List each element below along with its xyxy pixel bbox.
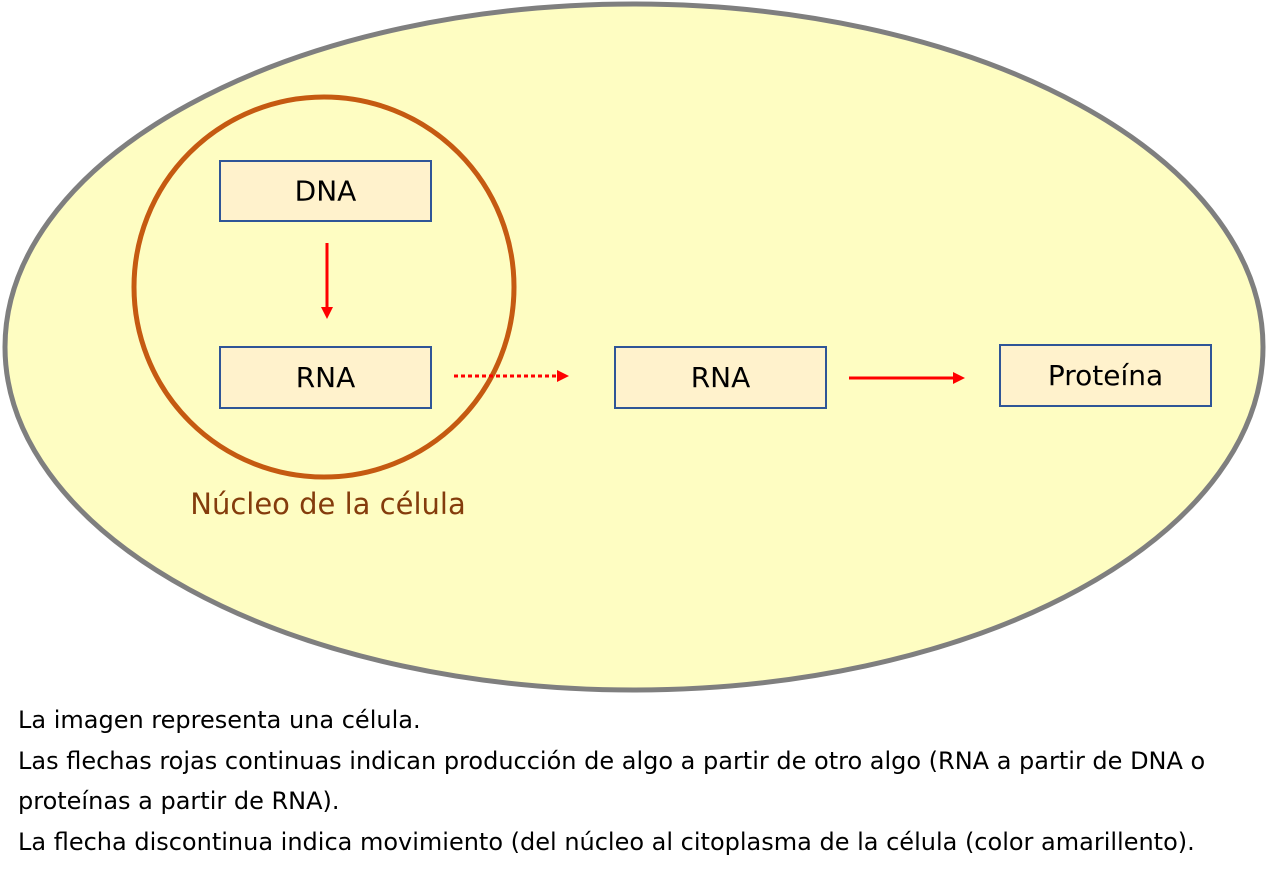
rna-cytoplasm-box: RNA (614, 346, 827, 409)
dna-box-label: DNA (295, 175, 357, 208)
rna-cytoplasm-box-label: RNA (691, 361, 751, 394)
rna-nucleus-box: RNA (219, 346, 432, 409)
caption-line: La flecha discontinua indica movimiento … (18, 827, 1195, 856)
caption-line: Las flechas rojas continuas indican prod… (18, 746, 1206, 816)
nucleus-label: Núcleo de la célula (190, 487, 465, 521)
rna-nucleus-box-label: RNA (296, 361, 356, 394)
protein-box: Proteína (999, 344, 1212, 407)
caption-line: La imagen representa una célula. (18, 706, 421, 734)
caption: La imagen representa una célula. Las fle… (18, 700, 1258, 862)
cell-nucleus (131, 94, 517, 480)
cell-diagram: DNA RNA RNA Proteína Núcleo de la célula (2, 1, 1266, 693)
dna-box: DNA (219, 160, 432, 222)
protein-box-label: Proteína (1048, 359, 1163, 392)
